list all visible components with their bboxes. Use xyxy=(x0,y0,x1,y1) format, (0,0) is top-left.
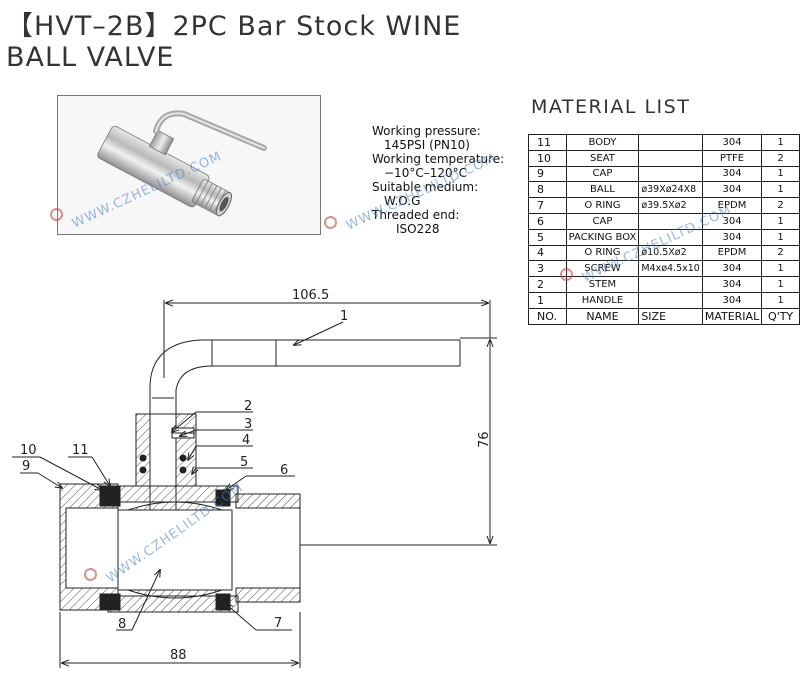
callout-7: 7 xyxy=(274,616,282,631)
dimension-top-label: 106.5 xyxy=(292,288,329,303)
temperature-label: Working temperature: xyxy=(372,152,505,166)
header-no: NO. xyxy=(528,307,567,325)
dimension-height-label: 76 xyxy=(477,431,492,448)
handle xyxy=(149,339,461,414)
callout-8: 8 xyxy=(118,617,126,632)
cell-qty: 2 xyxy=(761,244,800,262)
header-material: MATERIAL xyxy=(701,307,763,325)
callout-10: 10 xyxy=(20,443,37,458)
cell-qty: 1 xyxy=(761,212,800,230)
product-photo xyxy=(57,95,321,235)
header-name: NAME xyxy=(565,307,640,325)
callout-2: 2 xyxy=(244,399,252,414)
specifications: Working pressure: 145PSI (PN10) Working … xyxy=(372,124,504,236)
thread-value: ISO228 xyxy=(396,222,440,236)
watermark-logo-icon xyxy=(560,268,573,281)
callout-5: 5 xyxy=(240,455,248,470)
callout-6: 6 xyxy=(280,463,288,478)
callout-1: 1 xyxy=(340,309,348,324)
watermark-logo-icon xyxy=(84,568,97,581)
material-list-title: MATERIAL LIST xyxy=(531,96,691,118)
valve-body xyxy=(59,483,301,613)
header-size: SIZE xyxy=(638,307,703,325)
dimension-bottom xyxy=(59,612,301,668)
temperature-value: −10°C–120°C xyxy=(384,166,467,180)
callout-11: 11 xyxy=(72,443,89,458)
medium-value: W.O.G xyxy=(384,194,421,208)
cell-no: 10 xyxy=(528,149,567,167)
medium-label: Suitable medium: xyxy=(372,180,479,194)
callout-4: 4 xyxy=(242,433,250,448)
page-title-line1: 【HVT–2B】2PC Bar Stock WINE xyxy=(6,11,462,42)
callout-leaders xyxy=(12,321,344,631)
dimension-top xyxy=(163,300,491,378)
ball xyxy=(117,501,233,599)
dimension-height xyxy=(300,337,497,546)
valve-photo-illustration xyxy=(97,110,267,217)
page-title-line2: BALL VALVE xyxy=(6,42,175,73)
dimension-bottom-label: 88 xyxy=(170,648,187,663)
watermark-logo-icon xyxy=(50,208,63,221)
thread-label: Threaded end: xyxy=(372,208,460,222)
header-qty: Q'TY xyxy=(761,307,800,325)
pressure-label: Working pressure: xyxy=(372,124,481,138)
watermark-logo-icon xyxy=(324,216,337,229)
callout-3: 3 xyxy=(244,417,252,432)
callout-9: 9 xyxy=(22,459,30,474)
pressure-value: 145PSI (PN10) xyxy=(384,138,470,152)
